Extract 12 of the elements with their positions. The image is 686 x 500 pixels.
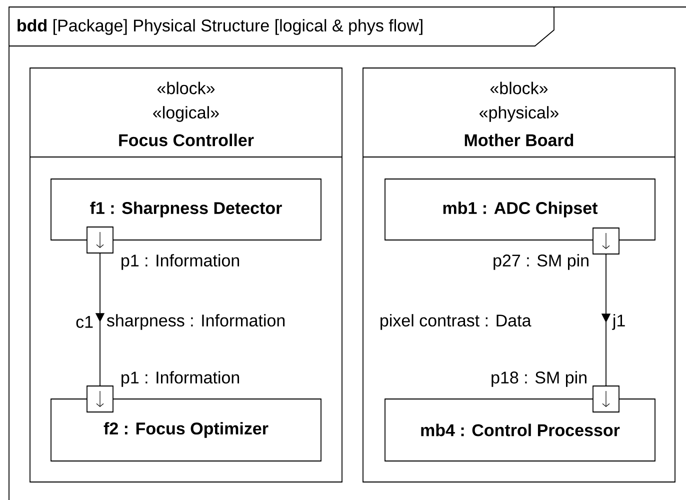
edge-label: c1	[76, 316, 93, 328]
port-label: p27 : SM pin	[494, 254, 588, 270]
port-label: p1 : Information	[122, 254, 240, 270]
part-box: mb4 : Control Processor	[384, 398, 656, 462]
flow-label: pixel contrast : Data	[380, 314, 532, 330]
edge-label: j1	[612, 314, 625, 330]
part-box: mb1 : ADC Chipset	[384, 178, 656, 240]
part-box: f1 : Sharpness Detector	[50, 178, 322, 240]
part-box: f2 : Focus Optimizer	[50, 398, 322, 462]
flow-label: sharpness : Information	[106, 314, 285, 330]
port-label: p18 : SM pin	[492, 371, 586, 387]
port-label: p1 : Information	[122, 371, 240, 387]
